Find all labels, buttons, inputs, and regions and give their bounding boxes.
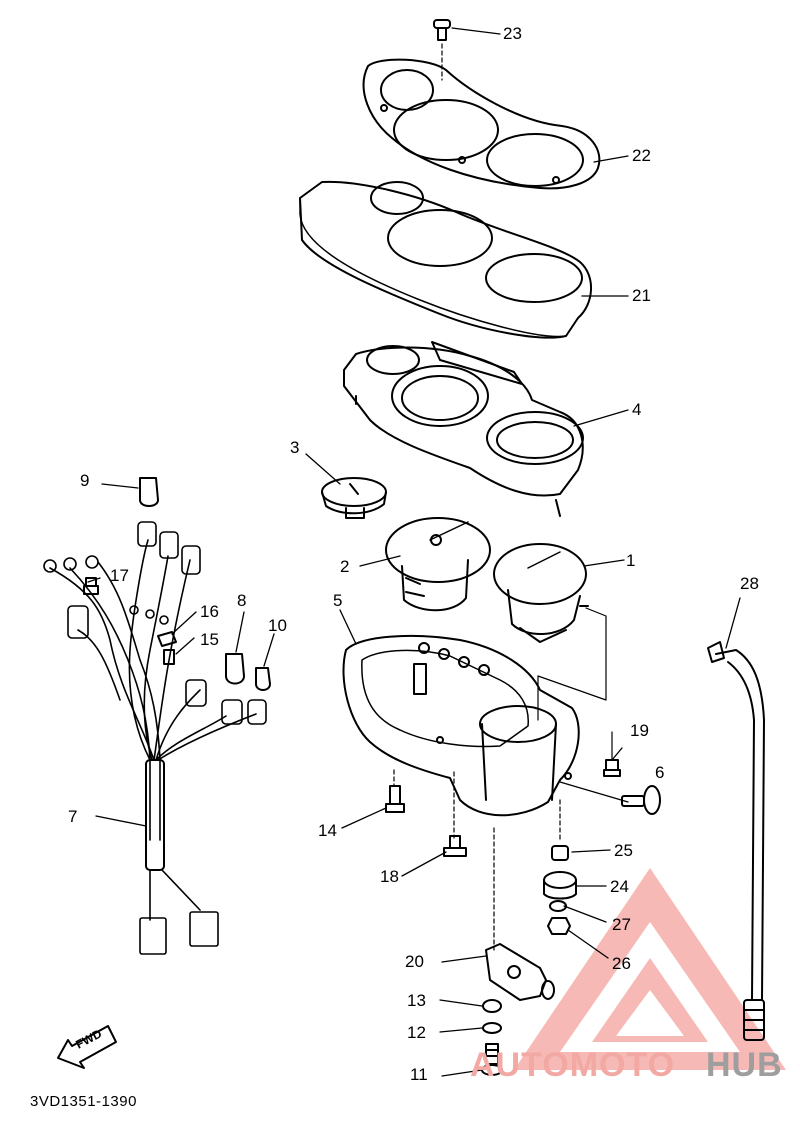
label-7: 7 [68, 807, 78, 826]
part-6-knob [559, 781, 661, 815]
part-23-screw [433, 19, 451, 81]
part-7-wire-harness [43, 521, 267, 955]
label-2: 2 [340, 557, 350, 576]
label-23: 23 [503, 24, 522, 43]
part-17-screw [83, 577, 99, 595]
part-15-screw [163, 649, 175, 665]
label-26: 26 [612, 954, 631, 973]
part-8-bulb [225, 653, 245, 685]
part-18-screw [443, 835, 467, 857]
part-20-gear-unit [485, 943, 555, 1001]
label-leader-lines [87, 27, 741, 1077]
label-6: 6 [655, 763, 665, 782]
part-14-screw [385, 785, 405, 813]
part-12-washer [482, 1022, 502, 1034]
label-10: 10 [268, 616, 287, 635]
label-16: 16 [200, 602, 219, 621]
label-28: 28 [740, 574, 759, 593]
part-10-bulb [255, 667, 271, 691]
label-11: 11 [410, 1065, 428, 1084]
label-13: 13 [407, 991, 426, 1010]
fwd-arrow-icon [57, 1025, 117, 1069]
part-3-small-meter [321, 477, 387, 519]
watermark-word-hub: HUB [706, 1046, 783, 1084]
watermark-word-automoto: AUTOMOTO [470, 1046, 676, 1084]
part-4-meter-housing [343, 341, 584, 517]
part-9-bulb [139, 477, 159, 507]
part-13-washer [482, 999, 502, 1013]
part-21-cover [299, 180, 593, 339]
assembly-leader-lines [393, 607, 607, 951]
part-26-nut [547, 917, 571, 935]
label-24: 24 [610, 877, 629, 896]
label-18: 18 [380, 867, 399, 886]
label-5: 5 [333, 591, 343, 610]
label-19: 19 [630, 721, 649, 740]
part-2-tachometer [385, 517, 491, 612]
label-21: 21 [632, 286, 651, 305]
part-24-grommet [543, 871, 577, 900]
part-22-bezel [362, 58, 601, 190]
label-3: 3 [290, 438, 300, 457]
label-4: 4 [632, 400, 642, 419]
label-22: 22 [632, 146, 651, 165]
label-1: 1 [626, 551, 636, 570]
part-5-lower-case [342, 634, 580, 817]
watermark-triangle [514, 868, 786, 1070]
drawing-code: 3VD1351-1390 [30, 1093, 137, 1110]
label-8: 8 [237, 591, 247, 610]
part-28-speedometer-cable [707, 641, 765, 1041]
part-16-clip [157, 631, 177, 647]
part-1-speedometer [493, 543, 589, 643]
part-25-collar [551, 845, 569, 861]
part-11-screw [481, 1043, 503, 1076]
label-12: 12 [407, 1023, 426, 1042]
part-27-washer [549, 900, 567, 912]
label-15: 15 [200, 630, 219, 649]
part-19-screw [603, 731, 621, 777]
label-20: 20 [405, 952, 424, 971]
label-25: 25 [614, 841, 633, 860]
label-14: 14 [318, 821, 337, 840]
label-17: 17 [110, 566, 129, 585]
label-27: 27 [612, 915, 631, 934]
label-9: 9 [80, 471, 90, 490]
